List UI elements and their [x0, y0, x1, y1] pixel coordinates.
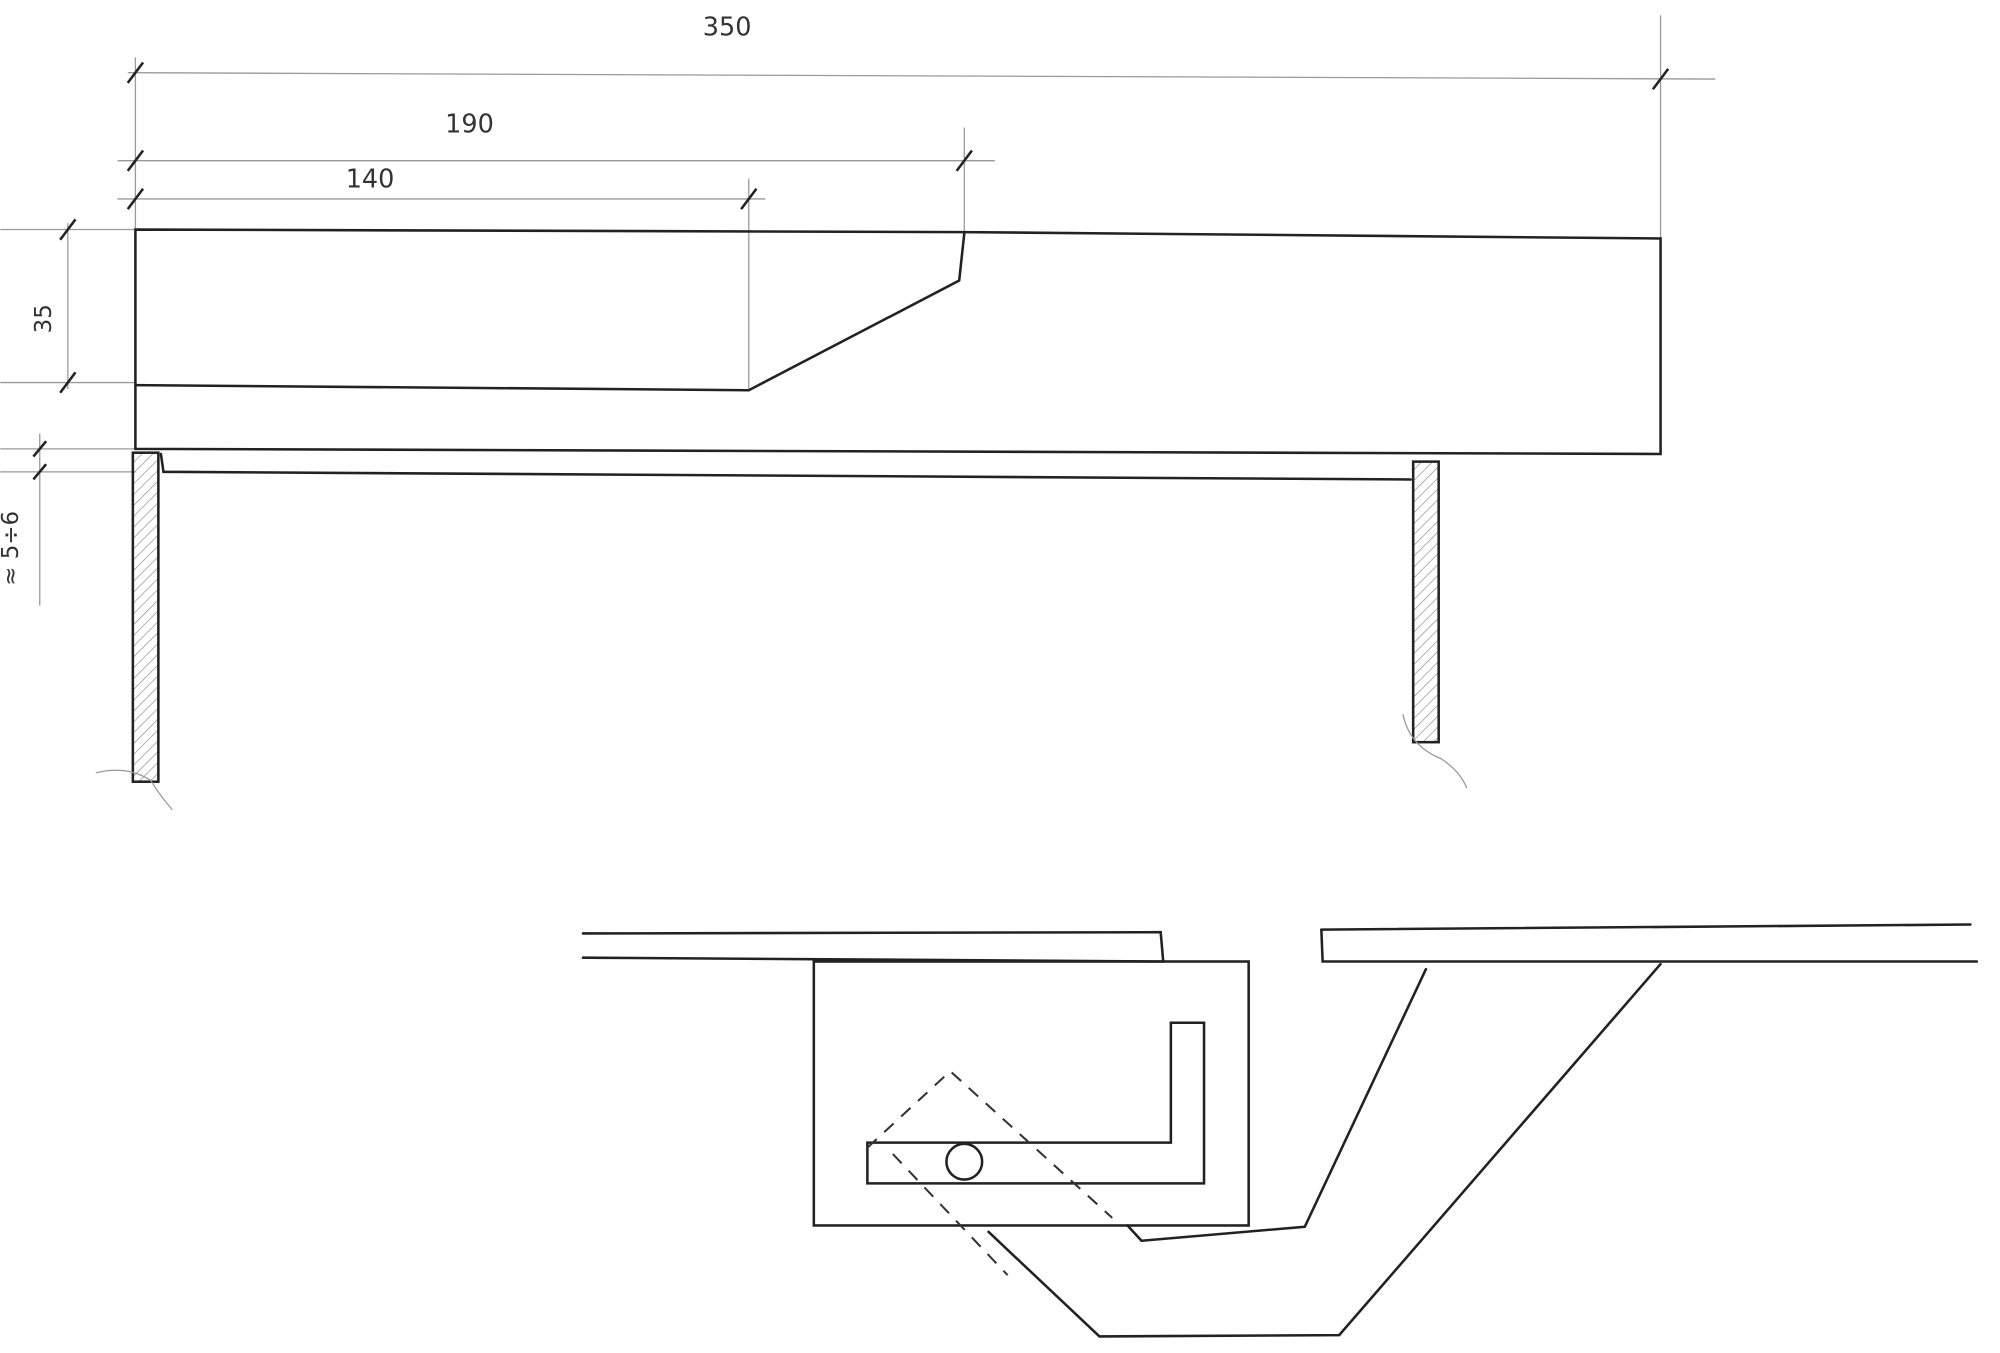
dimension-350-label: 350	[703, 13, 752, 43]
dimension-140-label: 140	[346, 164, 395, 194]
dimension-gap-label: ≈ 5÷6	[0, 511, 24, 586]
section-detail	[581, 923, 1979, 1338]
dimension-35: 35	[0, 218, 136, 394]
dimension-gap: ≈ 5÷6	[0, 433, 136, 606]
left-wall-post	[95, 451, 173, 811]
dimension-35-label: 35	[31, 304, 57, 333]
right-wall-post	[1402, 460, 1468, 789]
dimension-190-label: 190	[445, 110, 494, 140]
dimension-140: 140	[117, 164, 766, 389]
dimension-350: 350	[126, 13, 1716, 239]
shelf-elevation	[134, 228, 1662, 481]
dimension-190: 190	[117, 110, 995, 239]
